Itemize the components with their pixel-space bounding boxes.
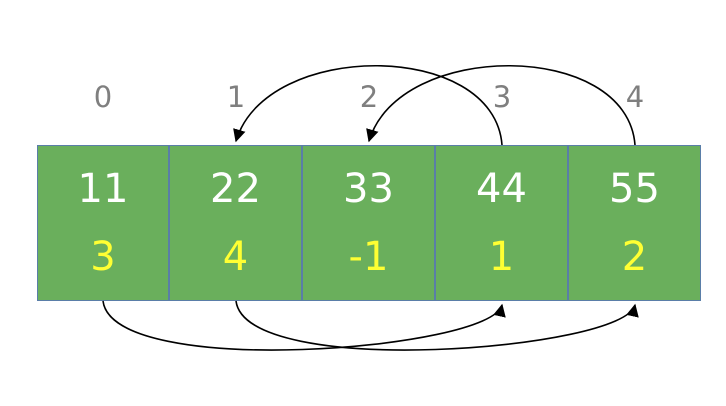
cell-next-1: 4 <box>222 234 249 280</box>
index-label-4: 4 <box>625 80 645 114</box>
array-cell-3: 44 1 <box>435 145 568 301</box>
cell-value-4: 55 <box>609 166 660 212</box>
index-label-0: 0 <box>93 80 113 114</box>
array-cell-4: 55 2 <box>568 145 701 301</box>
array-cell-2: 33 -1 <box>302 145 435 301</box>
cell-next-2: -1 <box>348 234 389 280</box>
link-arrow-1-to-4 <box>235 300 639 351</box>
link-arrow-3-to-1 <box>233 65 503 146</box>
link-arrow-0-to-3 <box>102 300 506 351</box>
cell-next-4: 2 <box>621 234 648 280</box>
index-label-2: 2 <box>359 80 379 114</box>
link-arrow-4-to-2 <box>366 65 636 146</box>
cell-next-3: 1 <box>488 234 515 280</box>
cell-value-0: 11 <box>77 166 129 212</box>
array-cell-1: 22 4 <box>169 145 302 301</box>
cell-value-2: 33 <box>343 166 394 212</box>
cell-value-3: 44 <box>476 166 527 212</box>
cell-next-0: 3 <box>90 234 116 280</box>
cell-value-1: 22 <box>210 166 261 212</box>
index-label-3: 3 <box>492 80 512 114</box>
index-label-1: 1 <box>226 80 246 114</box>
array-cell-0: 11 3 <box>37 145 169 301</box>
